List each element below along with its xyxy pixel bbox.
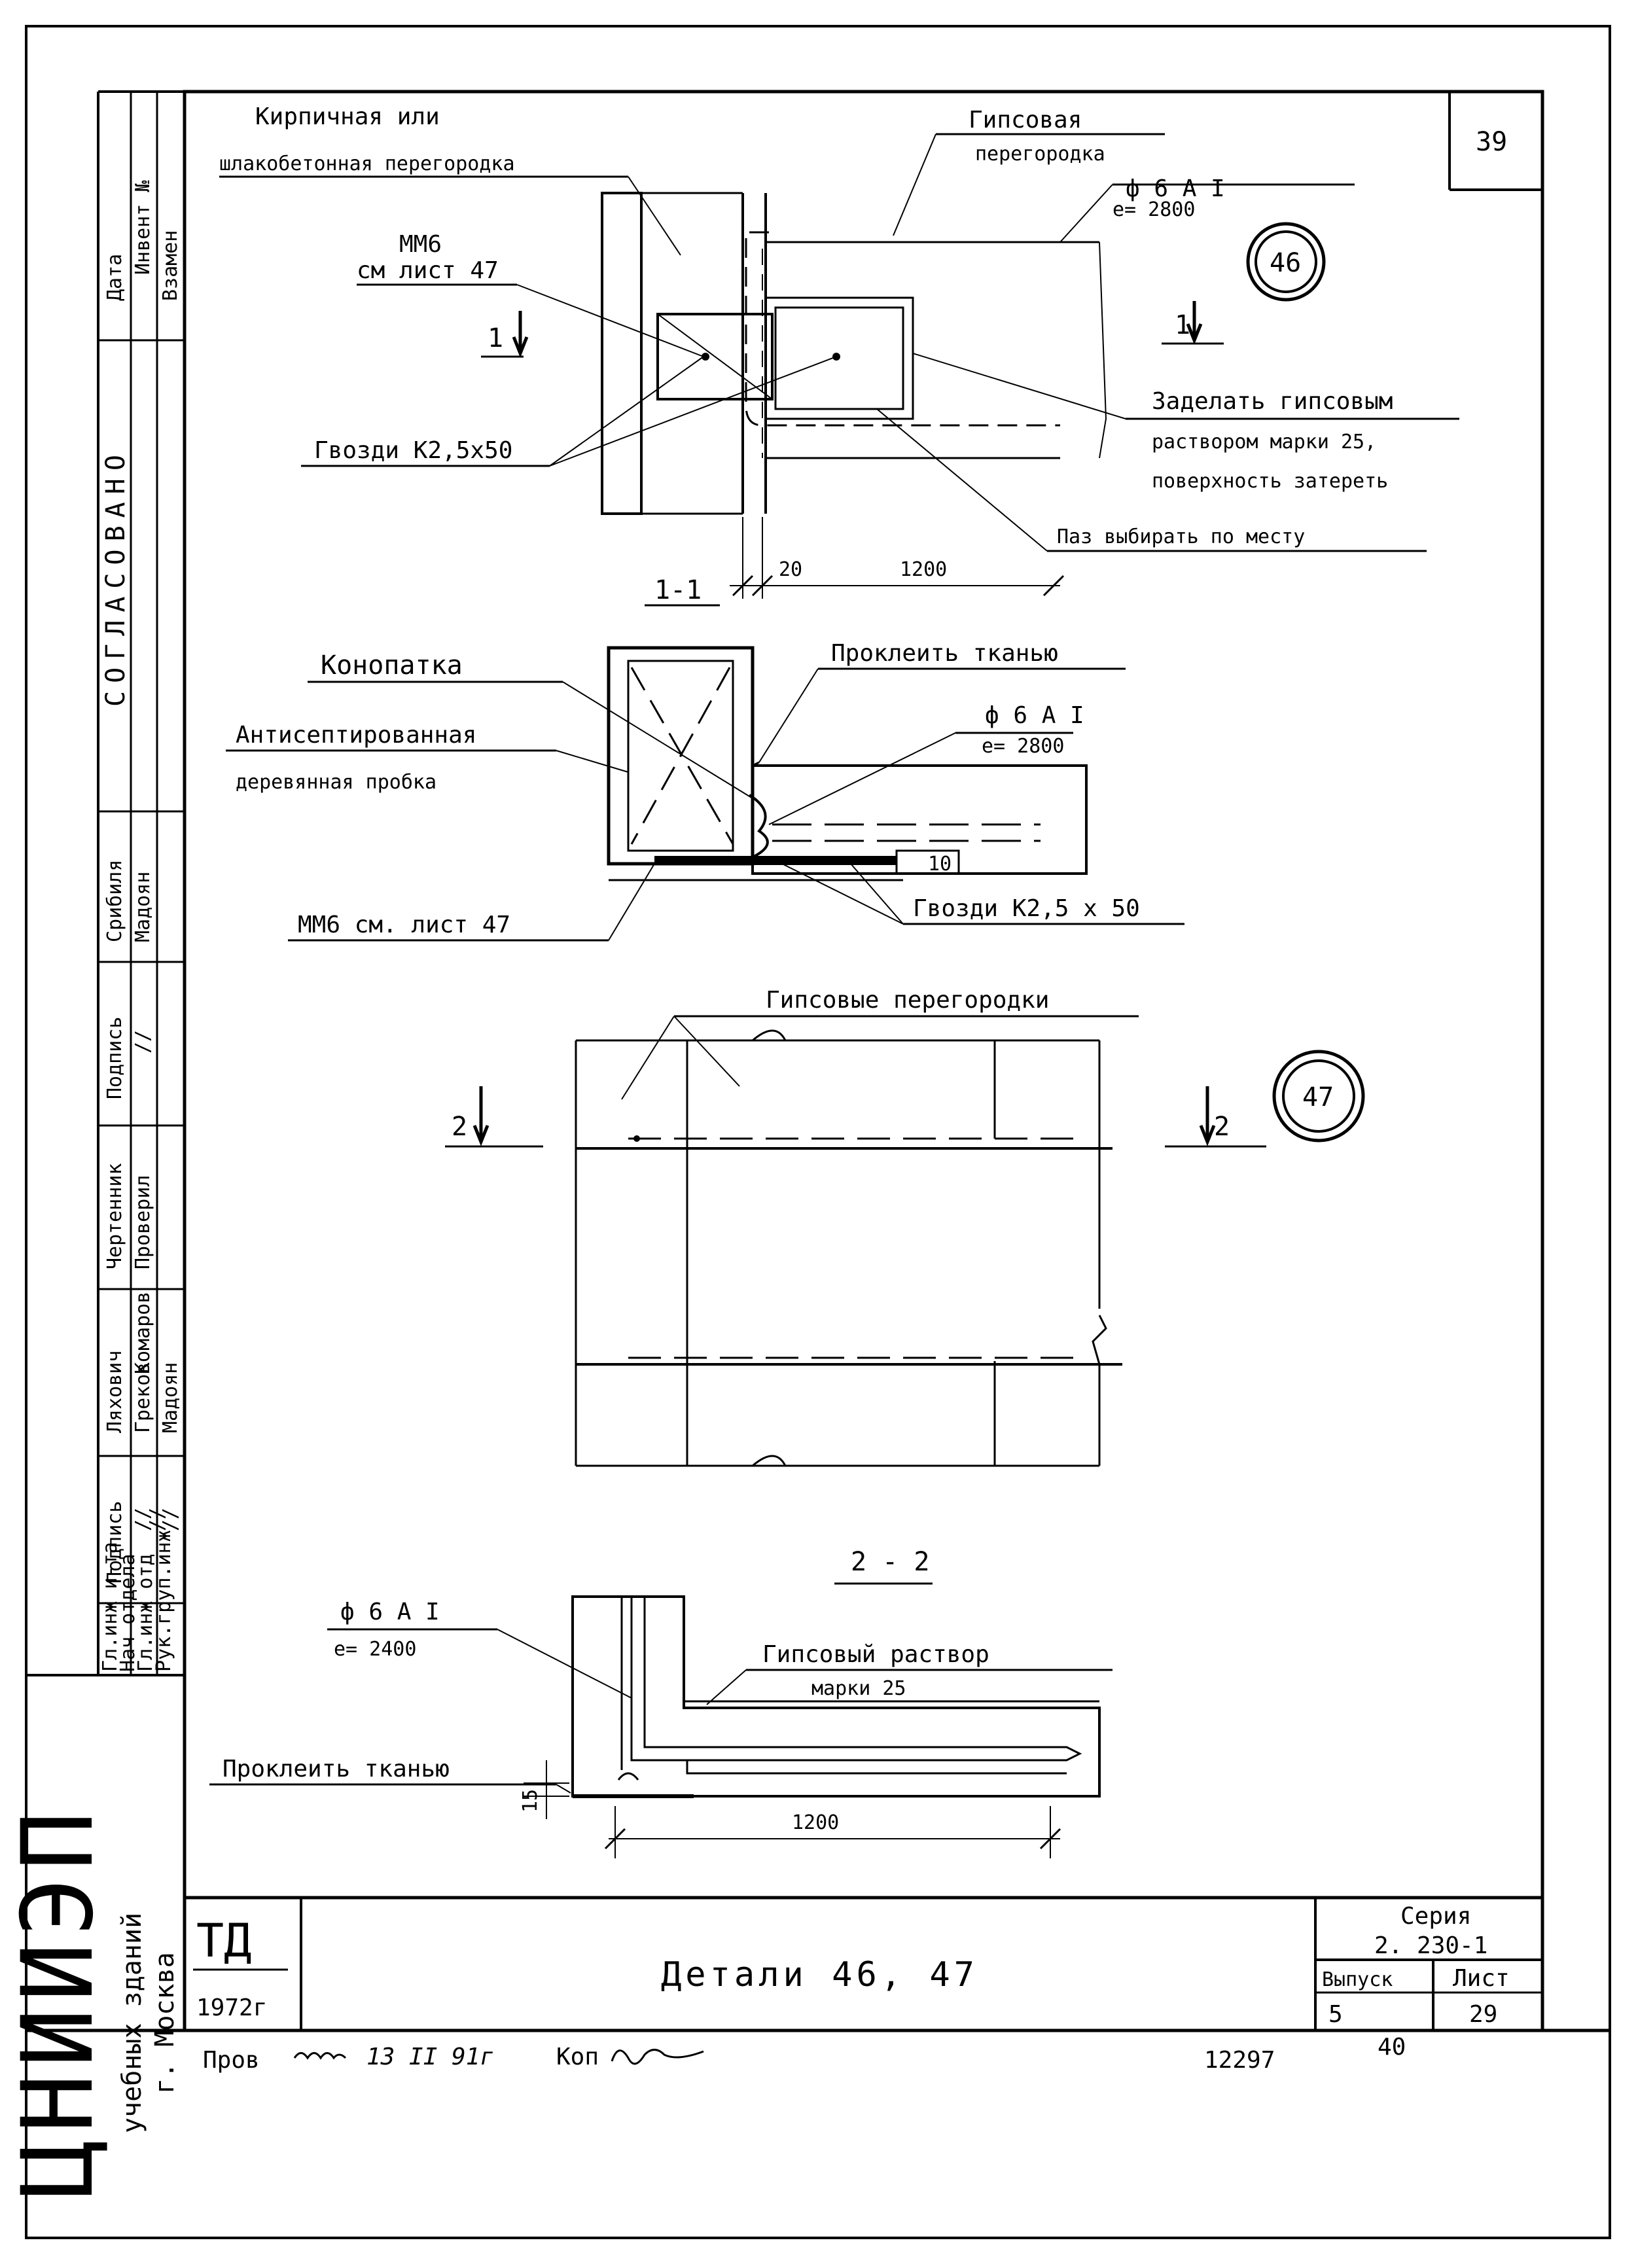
label-nails-11: Гвозди К2,5 х 50 bbox=[913, 895, 1140, 922]
label-brick-2: шлакобетонная перегородка bbox=[219, 152, 515, 175]
side-signer-madoyan-1: Мадоян bbox=[132, 872, 154, 942]
side-sign-2-mark: // bbox=[132, 1508, 154, 1531]
label-mortar-1: Гипсовый раствор bbox=[762, 1641, 989, 1668]
label-seal-1: Заделать гипсовым bbox=[1152, 388, 1393, 415]
label-caulk: Конопатка bbox=[321, 650, 463, 681]
label-gypsum-1: Гипсовая bbox=[969, 107, 1082, 133]
side-role-1: Гл.инж и-та bbox=[99, 1542, 122, 1672]
label-rebar-11-2: е= 2800 bbox=[982, 735, 1064, 758]
section-1-1: Конопатка Проклеить тканью ф 6 А I е= 28… bbox=[226, 640, 1184, 942]
side-sign-1-mark: // bbox=[132, 1030, 154, 1054]
label-wood-2: деревянная пробка bbox=[236, 771, 436, 794]
institute-logo: ЦНИИЭП bbox=[1, 1805, 115, 2199]
label-rebar-22-2: е= 2400 bbox=[334, 1638, 416, 1661]
section-title-2-2: 2 - 2 bbox=[851, 1547, 929, 1577]
side-signer-sribilya: Срибиля bbox=[103, 860, 126, 942]
label-gypsum-2: перегородка bbox=[975, 143, 1105, 166]
side-agreed: СОГЛАСОВАНО bbox=[101, 447, 131, 707]
side-madoyan-2: Мадоян bbox=[159, 1362, 182, 1433]
label-mm6-46-2: см лист 47 bbox=[357, 257, 499, 284]
outer-border bbox=[25, 25, 1611, 2239]
label-mm6-46-1: ММ6 bbox=[399, 231, 442, 258]
title-logo: ТД bbox=[196, 1914, 251, 1968]
side-sign-2: Подпись bbox=[103, 1501, 126, 1584]
detail-47-plan: Гипсовые перегородки 2 2 47 bbox=[445, 987, 1365, 1467]
footer-number: 12297 bbox=[1204, 2047, 1275, 2074]
side-sign-1: Подпись bbox=[103, 1017, 126, 1099]
sheet-number: 39 bbox=[1476, 127, 1507, 157]
label-wood-1: Антисептированная bbox=[236, 722, 476, 749]
footer-handwritten-date: 13 II 91г bbox=[366, 2044, 494, 2070]
copy-signature bbox=[611, 2049, 704, 2065]
side-sign-3-mark: // bbox=[146, 1508, 169, 1531]
section-mark-2-left: 2 bbox=[452, 1112, 467, 1142]
circle-46: 46 bbox=[1270, 248, 1301, 278]
label-brick-1: Кирпичная или bbox=[255, 103, 440, 130]
label-rebar-46-1: ф 6 А I bbox=[1126, 175, 1225, 202]
section-title-1-1: 1-1 bbox=[654, 575, 702, 605]
label-rebar-22-1: ф 6 А I bbox=[340, 1599, 440, 1625]
label-seal-2: раствором марки 25, bbox=[1152, 431, 1376, 453]
section-mark-1-left: 1 bbox=[488, 323, 503, 353]
side-inventory: Инвент № bbox=[132, 181, 154, 275]
label-rebar-11-1: ф 6 А I bbox=[985, 702, 1084, 729]
label-cloth-11: Проклеить тканью bbox=[831, 640, 1058, 667]
circle-47: 47 bbox=[1302, 1082, 1334, 1112]
label-cloth-22: Проклеить тканью bbox=[223, 1756, 450, 1782]
institute-subtitle-2: г. Москва bbox=[150, 1952, 180, 2094]
footer-kop: Коп bbox=[556, 2044, 599, 2070]
label-rebar-46-2: е= 2800 bbox=[1113, 198, 1195, 221]
detail-46-plan: Кирпичная или шлакобетонная перегородка … bbox=[219, 103, 1459, 607]
side-role-4: Рук.груп.инж bbox=[152, 1530, 175, 1672]
label-gypsum-partitions: Гипсовые перегородки bbox=[766, 987, 1049, 1014]
side-role-2: Нач отдела bbox=[116, 1553, 139, 1672]
side-panel: Дата Инвент № Взамен СОГЛАСОВАНО Срибиля… bbox=[1, 90, 185, 2199]
footer-page: 40 bbox=[1378, 2034, 1406, 2061]
footer-prov: Пров bbox=[203, 2047, 260, 2074]
side-role-3: Гл.инж отд bbox=[134, 1553, 157, 1672]
institute-subtitle-1: учебных зданий bbox=[117, 1913, 147, 2133]
label-nails-46: Гвозди К2,5х50 bbox=[314, 437, 512, 464]
side-sign-4-mark: // bbox=[159, 1508, 182, 1531]
dim-15: 15 bbox=[519, 1789, 542, 1813]
sheet-label: Лист bbox=[1453, 1965, 1510, 1992]
series-label: Серия bbox=[1400, 1903, 1471, 1930]
footer: Пров 13 II 91г Коп 12297 40 bbox=[203, 2034, 1406, 2074]
side-checked: Проверил bbox=[132, 1175, 154, 1270]
dim-20: 20 bbox=[779, 558, 802, 581]
dim-1200-22: 1200 bbox=[792, 1811, 839, 1834]
label-seal-3: поверхность затереть bbox=[1152, 470, 1388, 493]
side-drafter: Чертенник bbox=[103, 1163, 126, 1269]
dim-10: 10 bbox=[928, 853, 952, 876]
issue-value: 5 bbox=[1328, 2001, 1343, 2028]
sheet-number-box: 39 bbox=[1448, 92, 1542, 191]
sheet-value: 29 bbox=[1469, 2001, 1497, 2028]
title-year: 1972г bbox=[196, 1994, 267, 2021]
title-main: Детали 46, 47 bbox=[661, 1955, 978, 1994]
drawing-frame bbox=[183, 90, 1544, 2032]
label-mortar-2: марки 25 bbox=[811, 1677, 906, 1700]
side-date: Дата bbox=[103, 254, 126, 301]
side-komarov: Комаров bbox=[132, 1292, 154, 1374]
label-mm6-11: ММ6 см. лист 47 bbox=[298, 912, 510, 938]
issue-label: Выпуск bbox=[1322, 1968, 1393, 1991]
side-grekov: Греков bbox=[132, 1362, 154, 1433]
section-mark-2-right: 2 bbox=[1214, 1112, 1230, 1142]
side-replaces: Взамен bbox=[159, 230, 182, 301]
section-2-2: 2 - 2 ф 6 А I е= 2400 Гипсовый раствор м… bbox=[209, 1547, 1113, 1858]
label-groove: Паз выбирать по месту bbox=[1057, 525, 1305, 548]
side-lyakhovich: Ляхович bbox=[103, 1351, 126, 1433]
series-value: 2. 230-1 bbox=[1374, 1932, 1487, 1959]
dim-1200-46: 1200 bbox=[900, 558, 947, 581]
title-block: ТД 1972г Детали 46, 47 Серия 2. 230-1 Вы… bbox=[26, 1896, 1610, 2032]
